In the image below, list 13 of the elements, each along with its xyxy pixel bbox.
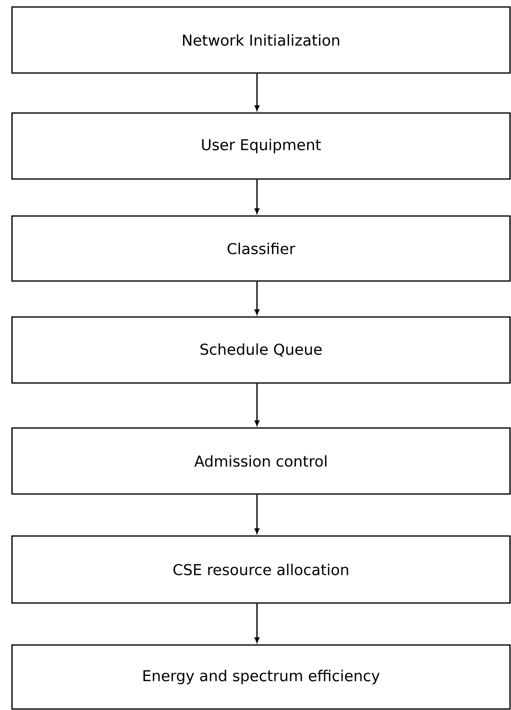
arrow — [254, 384, 260, 426]
process-box: Energy and spectrum efficiency — [11, 644, 511, 710]
arrow — [254, 74, 260, 111]
process-box: Classifier — [11, 215, 511, 282]
arrow — [254, 604, 260, 643]
process-box: Schedule Queue — [11, 316, 511, 384]
arrow — [254, 282, 260, 315]
arrow — [254, 494, 260, 534]
arrow — [254, 180, 260, 214]
process-box: Admission control — [11, 427, 511, 495]
process-box: CSE resource allocation — [11, 535, 511, 604]
process-box: User Equipment — [11, 112, 511, 180]
process-box: Network Initialization — [11, 6, 511, 74]
